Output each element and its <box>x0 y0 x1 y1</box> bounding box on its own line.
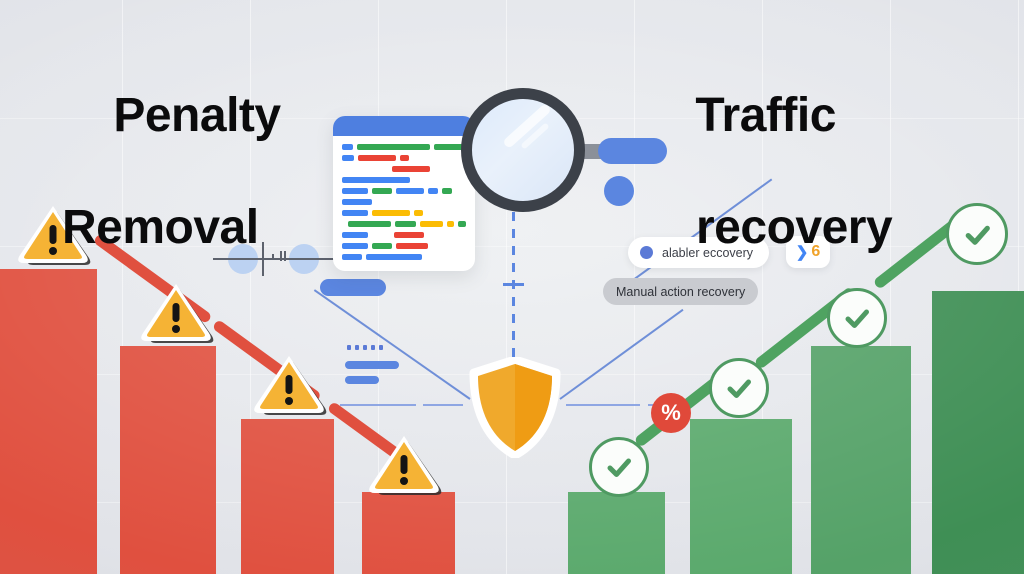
code-segment <box>433 144 467 150</box>
placeholder-bar-long <box>345 361 399 369</box>
baseline-segment-mid <box>423 404 463 406</box>
page-title-left: Penalty Removal <box>62 32 281 368</box>
page-title-right: Traffic recovery <box>644 32 892 368</box>
magnifier-icon[interactable] <box>461 88 667 212</box>
code-row <box>342 243 466 249</box>
bar-recovery-2 <box>690 419 792 574</box>
timeline-axis <box>213 258 339 260</box>
code-segment <box>442 188 452 194</box>
code-segment <box>366 254 422 260</box>
mini-dot-2 <box>355 345 359 350</box>
code-row <box>342 188 466 194</box>
status-pill-label: alabler eccovery <box>662 245 754 260</box>
code-segment <box>342 254 362 260</box>
magnifier-handle <box>598 138 667 164</box>
code-segment <box>372 188 392 194</box>
code-segment <box>342 243 368 249</box>
blue-pill-shape <box>320 279 386 296</box>
mini-dot-5 <box>379 345 383 350</box>
mini-dot-1 <box>347 345 351 350</box>
connector-shield-vertical-dashed <box>512 212 515 360</box>
code-segment <box>342 199 372 205</box>
percent-badge: % <box>651 393 691 433</box>
code-segment <box>392 166 430 172</box>
code-row <box>342 177 466 183</box>
code-row <box>342 232 466 238</box>
code-segment <box>396 243 428 249</box>
code-segment <box>400 155 409 161</box>
code-segment <box>446 221 455 227</box>
code-segment <box>394 232 424 238</box>
bar-penalty-1 <box>0 269 97 574</box>
check-circle-icon <box>946 203 1008 265</box>
page-title-left-line1: Penalty <box>113 89 281 142</box>
code-segment <box>396 188 424 194</box>
page-title-right-line2: recovery <box>696 201 893 254</box>
magnifier-lens <box>461 88 585 212</box>
status-pill-recovery[interactable]: alabler eccovery <box>628 237 770 268</box>
code-segment <box>357 144 430 150</box>
check-circle-icon <box>827 288 887 348</box>
mini-dot-4 <box>371 345 375 350</box>
metric-badge-value: 6 <box>811 243 821 260</box>
manual-action-pill[interactable]: Manual action recovery <box>603 278 759 305</box>
code-segment <box>358 155 396 161</box>
timeline-tick-minor-b <box>280 251 282 261</box>
code-segment <box>414 210 423 216</box>
code-segment <box>394 221 417 227</box>
code-segment <box>348 221 391 227</box>
bar-recovery-4 <box>932 291 1024 574</box>
code-window-titlebar <box>333 116 475 136</box>
baseline-segment-right <box>566 404 640 406</box>
code-row <box>342 155 466 161</box>
warning-triangle-icon <box>253 348 329 418</box>
code-row <box>342 166 466 172</box>
code-segment <box>420 221 443 227</box>
code-segment <box>342 144 354 150</box>
code-segment <box>428 188 438 194</box>
status-dot-icon <box>640 246 653 259</box>
warning-triangle-icon <box>140 276 216 346</box>
page-title-right-line1: Traffic <box>695 89 836 142</box>
code-segment <box>372 243 392 249</box>
code-row <box>342 254 466 260</box>
metric-badge-pill[interactable]: ❯ 6 <box>786 236 830 268</box>
code-row <box>342 221 466 227</box>
code-segment <box>342 155 354 161</box>
shield-icon <box>468 355 562 460</box>
check-circle-icon <box>589 437 649 497</box>
mini-dot-3 <box>363 345 367 350</box>
code-segment <box>342 177 410 183</box>
chevron-right-icon: ❯ <box>795 244 809 261</box>
check-circle-icon <box>709 358 769 418</box>
bar-penalty-4 <box>362 492 455 574</box>
placeholder-bar-short <box>345 376 379 384</box>
code-segment <box>342 188 368 194</box>
code-segment <box>342 232 368 238</box>
timeline-tick-major <box>262 242 264 276</box>
bar-recovery-1 <box>568 492 665 574</box>
page-title-left-line2: Removal <box>62 201 259 254</box>
percent-badge-label: % <box>661 400 681 425</box>
timeline-tick-minor-c <box>284 251 286 261</box>
manual-action-label: Manual action recovery <box>616 284 746 299</box>
code-row <box>342 199 466 205</box>
code-window-card[interactable] <box>333 116 475 271</box>
code-row <box>342 210 466 216</box>
magnifier-dot <box>604 176 634 206</box>
code-segment <box>342 210 368 216</box>
warning-triangle-icon <box>368 428 444 498</box>
bar-penalty-2 <box>120 346 216 574</box>
warning-triangle-icon <box>17 198 93 268</box>
code-segment <box>372 210 410 216</box>
connector-tee-mark <box>503 283 524 286</box>
baseline-segment-left <box>340 404 416 406</box>
timeline-tick-minor-a <box>272 254 274 259</box>
code-row <box>342 144 467 150</box>
bar-recovery-3 <box>811 346 911 574</box>
code-segment <box>458 221 466 227</box>
bar-penalty-3 <box>241 419 334 574</box>
code-rows-container <box>333 136 475 260</box>
